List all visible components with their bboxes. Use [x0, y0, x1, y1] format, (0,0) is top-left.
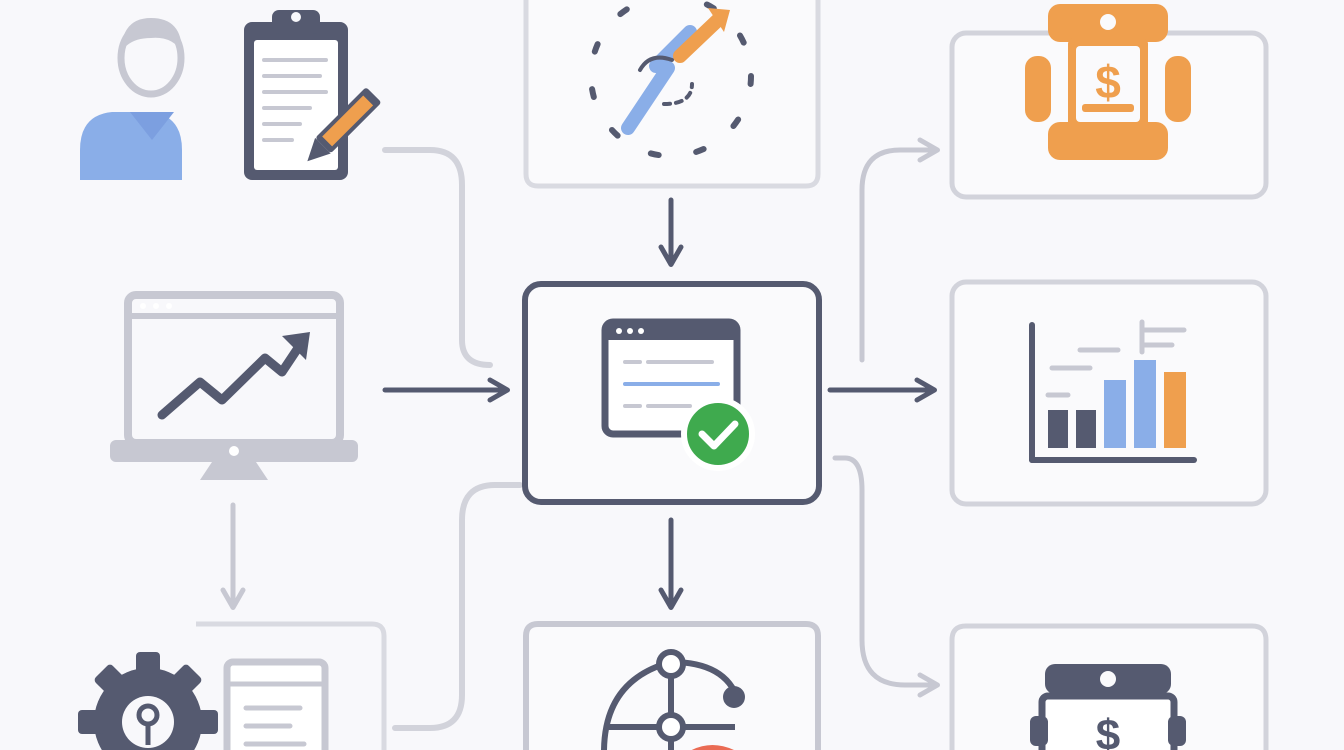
node-settings-document — [78, 621, 387, 750]
compass-arrow-speed-icon — [588, 0, 754, 159]
pencil-icon — [307, 88, 381, 162]
network-nodes-icon — [601, 649, 745, 750]
window-with-checkmark-icon — [601, 318, 755, 471]
connector-approval-to-billing — [859, 137, 940, 363]
svg-text:$: $ — [1095, 56, 1121, 108]
connector-settings-to-approval — [392, 482, 523, 731]
gear-icon — [78, 652, 218, 750]
connectors — [220, 137, 940, 731]
svg-text:$: $ — [1096, 711, 1120, 750]
bar-chart-icon — [1029, 319, 1197, 463]
node-cost-billing: $ — [949, 4, 1269, 200]
node-user-form — [80, 10, 381, 180]
node-payment-module: $ — [949, 623, 1269, 750]
clipboard-icon — [244, 10, 348, 180]
node-performance-monitor — [110, 291, 358, 480]
node-approval-center — [522, 281, 822, 505]
connector-approval-to-payment — [832, 455, 940, 698]
node-fast-processing — [523, 0, 821, 189]
node-network-hub — [523, 621, 821, 750]
node-analytics-report — [949, 279, 1269, 507]
monitor-with-trend-arrow-icon — [110, 291, 358, 480]
dollar-module-icon: $ — [1030, 664, 1186, 750]
document-icon — [223, 658, 329, 750]
checkmark-icon — [681, 397, 755, 471]
user-icon — [80, 18, 185, 180]
dollar-puzzle-icon: $ — [1025, 4, 1191, 160]
connector-user-form-to-approval — [382, 147, 493, 368]
